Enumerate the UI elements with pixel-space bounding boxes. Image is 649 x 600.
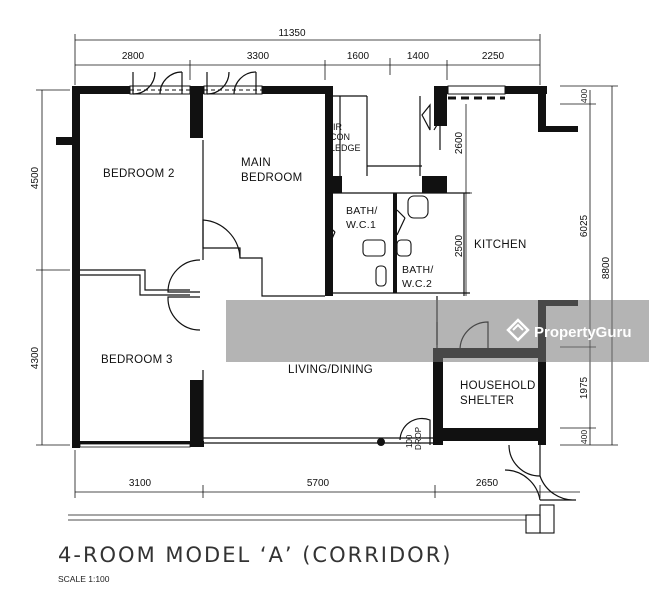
room-label-aircon-line1: AIR (327, 122, 343, 132)
dim-left-1: 4500 (30, 166, 41, 189)
room-label-bath2-line1: BATH/ (402, 264, 434, 276)
dim-bottom-2: 5700 (307, 478, 330, 489)
watermark-text: PropertyGuru (534, 324, 632, 341)
dim-top-1: 2800 (122, 51, 145, 62)
plan-scale: SCALE 1:100 (58, 574, 110, 584)
watermark-band (226, 300, 649, 362)
dim-top-4: 1400 (407, 51, 430, 62)
thin-partitions (80, 95, 470, 447)
room-label-bath1-line2: W.C.1 (346, 219, 376, 231)
walls (56, 86, 578, 448)
dim-left-2: 4300 (30, 346, 41, 369)
dim-top-3: 1600 (347, 51, 370, 62)
dim-right-8800: 8800 (601, 256, 612, 279)
dim-right-6025: 6025 (579, 214, 590, 237)
room-label-bath2-line2: W.C.2 (402, 278, 432, 290)
room-label-aircon-line3: LEDGE (330, 143, 361, 153)
bottom-dimension-lines (68, 450, 580, 521)
bathroom-fixtures (362, 195, 555, 534)
dim-right-1975: 1975 (579, 376, 590, 399)
room-label-kitchen: KITCHEN (474, 239, 527, 251)
dim-bottom-1: 3100 (129, 478, 152, 489)
watermark-logo-icon (506, 318, 530, 342)
room-label-main-bedroom-line1: MAIN (241, 157, 271, 169)
room-label-main-bedroom-line2: BEDROOM (241, 172, 303, 184)
window-arcs (132, 71, 257, 95)
dim-bottom-3: 2650 (476, 478, 499, 489)
room-label-living-dining: LIVING/DINING (288, 364, 373, 376)
dim-right-400-bottom: 400 (579, 430, 589, 444)
room-label-shelter-line2: SHELTER (460, 395, 514, 407)
dim-kitchen-2600: 2600 (454, 131, 465, 154)
room-label-aircon-line2: CON (330, 132, 350, 142)
top-dimension-lines (74, 34, 541, 85)
room-label-bedroom-2: BEDROOM 2 (103, 168, 175, 180)
plan-title: 4-ROOM MODEL ‘A’ (CORRIDOR) (58, 543, 452, 567)
room-label-shelter-line1: HOUSEHOLD (460, 380, 536, 392)
refuse-drop (377, 417, 431, 446)
dim-overall-top: 11350 (278, 28, 306, 39)
dim-top-5: 2250 (482, 51, 505, 62)
dim-right-400-top: 400 (579, 89, 589, 103)
refuse-label-line2: DROP (414, 427, 423, 450)
room-label-bath1-line1: BATH/ (346, 205, 378, 217)
refuse-label-line1: 100 (405, 434, 414, 448)
left-dimension-lines (36, 89, 70, 446)
room-label-bedroom-3: BEDROOM 3 (101, 354, 173, 366)
dim-top-2: 3300 (247, 51, 270, 62)
dim-kitchen-2500: 2500 (454, 234, 465, 257)
